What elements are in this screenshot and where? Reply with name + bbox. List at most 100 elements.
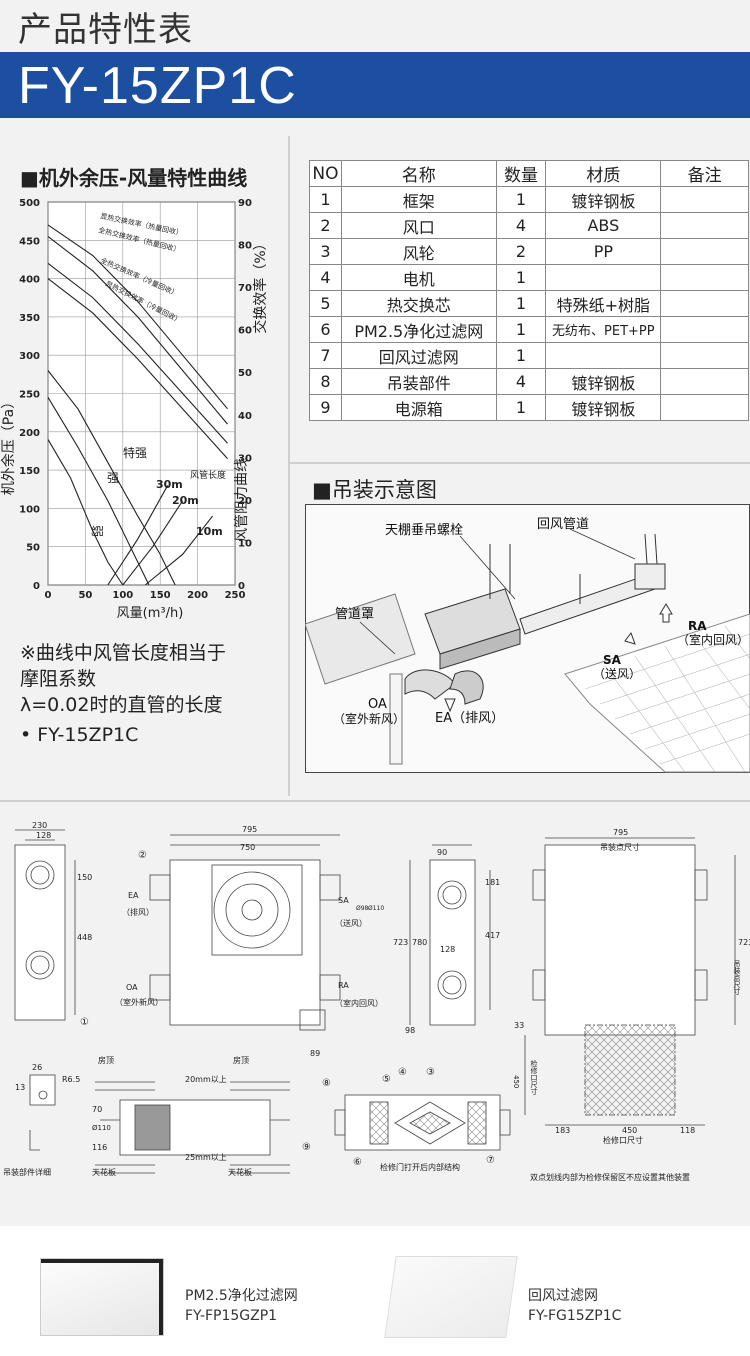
callout-5: ⑤ xyxy=(382,1074,391,1085)
label-ea: EA xyxy=(128,891,139,900)
label-duct-cover: 管道罩 xyxy=(335,607,374,622)
ceiling-label-2: 天花板 xyxy=(228,1167,252,1177)
table-cell: 风口 xyxy=(340,212,497,239)
chart-annotation-d10: 10m xyxy=(196,525,223,538)
series-line-5 xyxy=(47,262,228,444)
table-cell: 1 xyxy=(495,264,547,291)
series-line-3 xyxy=(47,224,228,410)
dim-13: 13 xyxy=(15,1083,25,1092)
dim-150: 150 xyxy=(77,873,92,882)
series-line-2 xyxy=(47,439,124,586)
table-cell xyxy=(660,368,749,395)
x-tick-label: 200 xyxy=(187,590,208,601)
divider-horizontal xyxy=(0,800,750,802)
x-tick-label: 100 xyxy=(112,590,133,601)
label-ea: EA（排风） xyxy=(435,711,504,726)
label-sa-cn: （送风） xyxy=(593,666,641,681)
install-section-title: ■吊装示意图 xyxy=(312,478,437,502)
chart-section-title: ■机外余压-风量特性曲线 xyxy=(20,166,248,190)
ra-arrow xyxy=(659,603,673,623)
table-cell: 4 xyxy=(309,264,342,291)
table-cell: 框架 xyxy=(340,186,497,213)
series-line-0 xyxy=(47,370,176,586)
chart-annotation-d20: 20m xyxy=(172,494,199,507)
table-cell: 回风过滤网 xyxy=(340,342,497,369)
x-tick-label: 0 xyxy=(45,590,52,601)
page-title: 产品特性表 xyxy=(18,10,193,50)
x-tick-label: 50 xyxy=(78,590,92,601)
label-ra-cn: （室内回风） xyxy=(677,632,749,647)
model-banner: FY-15ZP1C xyxy=(0,52,750,118)
dim-450b: 450 xyxy=(622,1126,637,1135)
table-cell xyxy=(660,316,749,343)
series-line-8 xyxy=(122,500,184,586)
series-line-6 xyxy=(47,278,228,459)
callout-2: ② xyxy=(138,850,147,861)
sa-arrow xyxy=(624,631,636,645)
table-cell: 1 xyxy=(495,290,547,317)
y2-tick-label: 90 xyxy=(238,198,252,209)
table-cell: 6 xyxy=(309,316,342,343)
table-cell: 1 xyxy=(495,342,547,369)
label-bolt: 天棚垂吊螺栓 xyxy=(385,523,463,538)
y-tick-label: 100 xyxy=(19,504,40,515)
table-header-cell: 名称 xyxy=(340,160,497,187)
table-header-cell: 材质 xyxy=(545,160,662,187)
dim-128b: 128 xyxy=(440,945,455,954)
chart-annotation-weak: 弱 xyxy=(90,525,104,537)
callout-3b: ③ xyxy=(426,1067,435,1078)
table-cell xyxy=(660,264,749,291)
dim-181: 181 xyxy=(485,878,500,887)
x-tick-label: 150 xyxy=(150,590,171,601)
callout-9: ⑨ xyxy=(302,1142,311,1153)
end-view-body xyxy=(429,859,476,1026)
table-cell: ABS xyxy=(545,212,662,239)
top-view-body xyxy=(169,859,321,1026)
maint-size-label: 检修口尺寸 xyxy=(603,1135,643,1145)
y2-tick-label: 80 xyxy=(238,241,252,252)
ea-arrow xyxy=(444,698,456,713)
dim-25: 25mm以上 xyxy=(185,1153,227,1162)
table-cell xyxy=(660,186,749,213)
filter-pm25-text: PM2.5净化过滤网 FY-FP15GZP1 xyxy=(185,1286,298,1326)
dim-448: 448 xyxy=(77,933,92,942)
callout-1: ① xyxy=(80,1017,89,1028)
note-line-4: • FY-15ZP1C xyxy=(20,724,139,746)
table-cell: 4 xyxy=(495,212,547,239)
table-cell: 4 xyxy=(495,368,547,395)
roof-label-2: 房顶 xyxy=(233,1055,249,1065)
install-diagram: 天棚垂吊螺栓 回风管道 管道罩 RA （室内回风） SA （送风） OA （室外… xyxy=(305,504,750,773)
y-tick-label: 0 xyxy=(33,581,40,592)
filter-return-text: 回风过滤网 FY-FG15ZP1C xyxy=(528,1286,621,1326)
filter-pm25-model: FY-FP15GZP1 xyxy=(185,1308,278,1324)
y2-tick-label: 0 xyxy=(238,581,245,592)
label-sa-cn: （送风） xyxy=(335,918,367,928)
y-axis-label: 机外余压（Pa） xyxy=(0,395,17,495)
table-cell: PM2.5净化过滤网 xyxy=(340,316,497,343)
table-cell: 1 xyxy=(495,186,547,213)
dim-90: 90 xyxy=(437,848,447,857)
table-cell xyxy=(660,290,749,317)
series-line-7 xyxy=(107,485,169,586)
y2-tick-label: 60 xyxy=(238,326,252,337)
table-cell: 8 xyxy=(309,368,342,395)
duct-riser xyxy=(634,563,666,590)
maintenance-view-body xyxy=(544,844,696,1036)
table-cell: 特殊纸+树脂 xyxy=(545,290,662,317)
table-cell: PP xyxy=(545,238,662,265)
table-cell xyxy=(660,394,749,421)
label-oa: OA xyxy=(368,697,387,712)
callout-8: ⑧ xyxy=(322,1078,331,1089)
table-cell: 镀锌钢板 xyxy=(545,394,662,421)
table-cell: 电机 xyxy=(340,264,497,291)
maint-open-label: 检修门打开后内部结构 xyxy=(380,1162,460,1172)
label-ea-cn: （排风） xyxy=(122,907,154,917)
table-cell: 热交换芯 xyxy=(340,290,497,317)
chart-annotation-strong: 强 xyxy=(107,471,119,485)
table-header-cell: 数量 xyxy=(495,160,547,187)
dim-70: 70 xyxy=(92,1105,102,1114)
table-cell: 镀锌钢板 xyxy=(545,186,662,213)
